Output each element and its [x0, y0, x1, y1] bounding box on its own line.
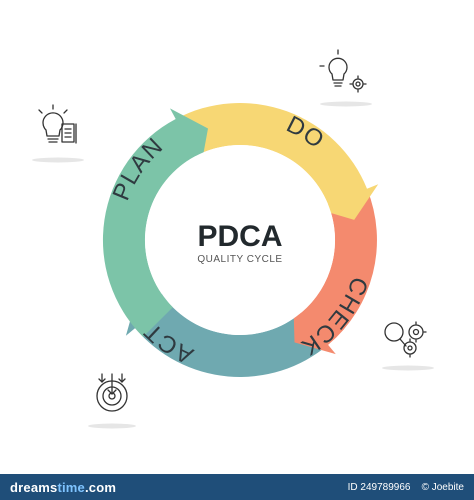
- lightbulb-gear-icon: [319, 49, 367, 93]
- icon-shadow-plan: [32, 157, 84, 163]
- segment-act: [125, 293, 329, 377]
- magnifier-gears-icon: [384, 321, 427, 358]
- center-title: PDCA: [197, 220, 282, 253]
- image-id-text: ID 249789966: [347, 481, 411, 493]
- icon-shadow-do: [320, 101, 372, 107]
- segment-plan: [102, 108, 208, 337]
- copyright-text: © Joebite: [421, 481, 464, 493]
- center-subtitle: QUALITY CYCLE: [197, 254, 282, 265]
- watermark-footer: dreamstime.com ID 249789966 © Joebite: [0, 474, 474, 500]
- pdca-cycle-diagram: PLAN DO CHECK ACT PDCA QUALITY CYCLE: [32, 49, 434, 429]
- watermark-ids: ID 249789966 © Joebite: [348, 482, 464, 493]
- icon-shadow-act: [88, 423, 136, 429]
- center-disc: [145, 145, 335, 335]
- icon-shadow-check: [382, 365, 434, 371]
- watermark-brand: dreamstime.com: [10, 479, 117, 495]
- target-arrow-icon: [96, 373, 128, 412]
- lightbulb-document-icon: [38, 104, 77, 144]
- segment-do: [175, 102, 379, 220]
- segment-check: [293, 188, 377, 355]
